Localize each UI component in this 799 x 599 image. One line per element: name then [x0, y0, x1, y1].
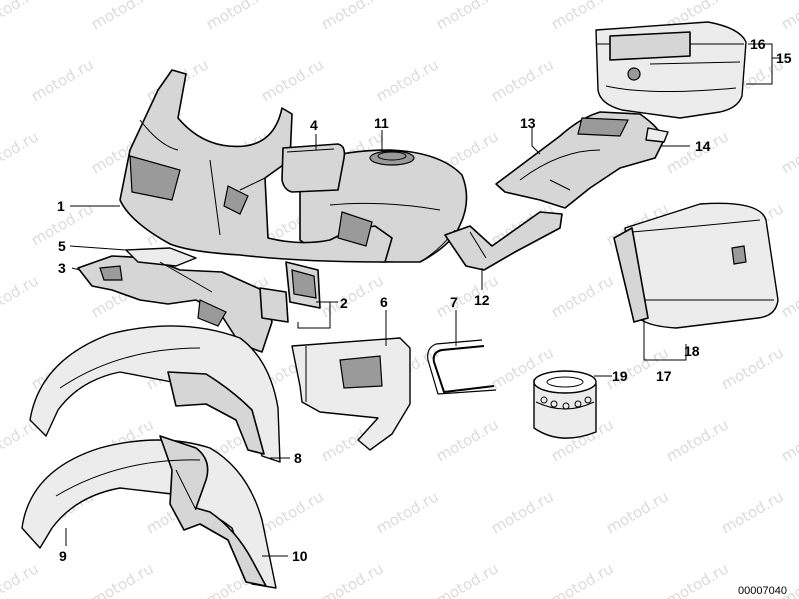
callout-16: 16 [750, 36, 766, 52]
callout-17: 17 [656, 368, 672, 384]
watermark-text: motod.ru [603, 487, 672, 537]
callout-19: 19 [612, 368, 628, 384]
watermark-text: motod.ru [318, 0, 387, 33]
watermark-text: motod.ru [433, 559, 502, 599]
watermark-text: motod.ru [28, 55, 97, 105]
callout-8: 8 [294, 450, 302, 466]
part-vents-2 [259, 261, 321, 323]
watermark-text: motod.ru [0, 127, 42, 177]
watermark-text: motod.ru [88, 559, 157, 599]
callout-12: 12 [474, 292, 490, 308]
part-cover-4 [281, 143, 346, 193]
callout-6: 6 [380, 294, 388, 310]
part-fairing [119, 69, 393, 263]
watermark-text: motod.ru [778, 271, 799, 321]
part-mudguard-9 [21, 435, 277, 589]
callout-labels: 1 2 3 4 5 6 7 8 9 10 11 12 13 14 15 16 1… [57, 36, 792, 564]
watermark-text: motod.ru [0, 559, 42, 599]
watermark-text: motod.ru [433, 0, 502, 33]
watermark-text: motod.ru [718, 487, 787, 537]
part-mudguard-8 [29, 325, 281, 463]
watermark-text: motod.ru [778, 415, 799, 465]
watermark-text: motod.ru [318, 559, 387, 599]
watermark-text: motod.ru [433, 415, 502, 465]
part-tail-section [495, 111, 669, 209]
part-side-case [613, 202, 779, 329]
callout-13: 13 [520, 115, 536, 131]
leader-lines [65, 43, 780, 557]
watermark-text: motod.ru [373, 487, 442, 537]
watermark-text: motod.ru [318, 271, 387, 321]
watermark-text: motod.ru [433, 271, 502, 321]
callout-3: 3 [58, 260, 66, 276]
watermark-text: motod.ru [778, 0, 799, 33]
watermark-text: motod.ru [258, 487, 327, 537]
watermark-text: motod.ru [488, 487, 557, 537]
watermark-text: motod.ru [718, 343, 787, 393]
part-lower-panel-6 [291, 337, 411, 451]
callout-18: 18 [684, 343, 700, 359]
document-number: 00007040 [738, 585, 787, 597]
watermark-text: motod.ru [548, 559, 617, 599]
callout-1: 1 [57, 198, 65, 214]
watermark-text: motod.ru [548, 271, 617, 321]
part-trim-12 [444, 211, 563, 271]
callout-9: 9 [59, 548, 67, 564]
watermark-text: motod.ru [88, 0, 157, 33]
watermark-text: motod.ru [373, 55, 442, 105]
callout-2: 2 [340, 295, 348, 311]
callout-11: 11 [374, 115, 389, 131]
watermark-text: motod.ru [258, 55, 327, 105]
callout-10: 10 [292, 548, 308, 564]
callout-14: 14 [695, 138, 711, 154]
part-top-case [595, 21, 747, 119]
watermark-text: motod.ru [203, 0, 272, 33]
callout-5: 5 [58, 238, 66, 254]
watermark-text: motod.ru [488, 55, 557, 105]
callout-4: 4 [310, 117, 318, 133]
callout-15: 15 [776, 50, 792, 66]
watermark-text: motod.ru [663, 415, 732, 465]
watermark-text: motod.ru [0, 0, 42, 33]
watermark-text: motod.ru [663, 559, 732, 599]
watermark-text: motod.ru [0, 271, 42, 321]
part-tape-roll-19 [533, 370, 597, 439]
watermark-text: motod.ru [548, 0, 617, 33]
watermark-text: motod.ru [778, 127, 799, 177]
part-clip-7 [427, 339, 497, 395]
callout-7: 7 [450, 294, 458, 310]
